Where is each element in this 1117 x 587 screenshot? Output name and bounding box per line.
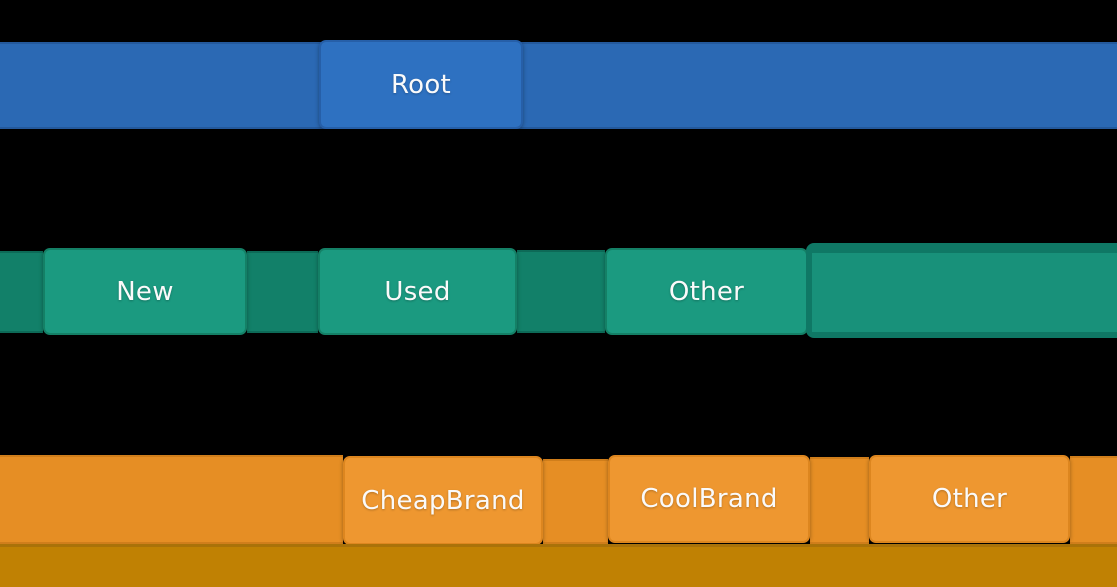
node-coolbrand[interactable]: CoolBrand xyxy=(608,455,810,543)
level-3-overlap-bar-right xyxy=(1070,456,1117,544)
node-used[interactable]: Used xyxy=(318,248,517,335)
level-3-overlap-bar-left xyxy=(0,455,343,544)
node-used-label: Used xyxy=(384,276,451,307)
node-new[interactable]: New xyxy=(43,248,247,335)
node-coolbrand-label: CoolBrand xyxy=(640,484,778,514)
level-1-overlap-bar xyxy=(0,42,1117,129)
node-other-condition[interactable]: Other xyxy=(605,248,808,335)
level-3-overlap-bar-mid-1 xyxy=(543,459,608,544)
node-root-label: Root xyxy=(390,69,452,100)
level-2-overlap-bar-left xyxy=(0,251,43,333)
node-root[interactable]: Root xyxy=(319,40,523,129)
node-other-condition-label: Other xyxy=(668,276,745,307)
level-3-overlap-bar-mid-2 xyxy=(810,457,869,544)
node-other-brand[interactable]: Other xyxy=(869,455,1070,543)
node-new-label: New xyxy=(116,276,174,307)
level-2-overlap-bar-right xyxy=(517,250,605,333)
node-other-brand-label: Other xyxy=(931,484,1008,514)
level-4-overlap-bar xyxy=(0,544,1117,587)
node-cheapbrand-label: CheapBrand xyxy=(361,485,525,516)
level-2-clipped-node-fill xyxy=(812,253,1117,332)
node-cheapbrand[interactable]: CheapBrand xyxy=(343,456,543,545)
level-2-overlap-bar-mid xyxy=(247,251,318,333)
